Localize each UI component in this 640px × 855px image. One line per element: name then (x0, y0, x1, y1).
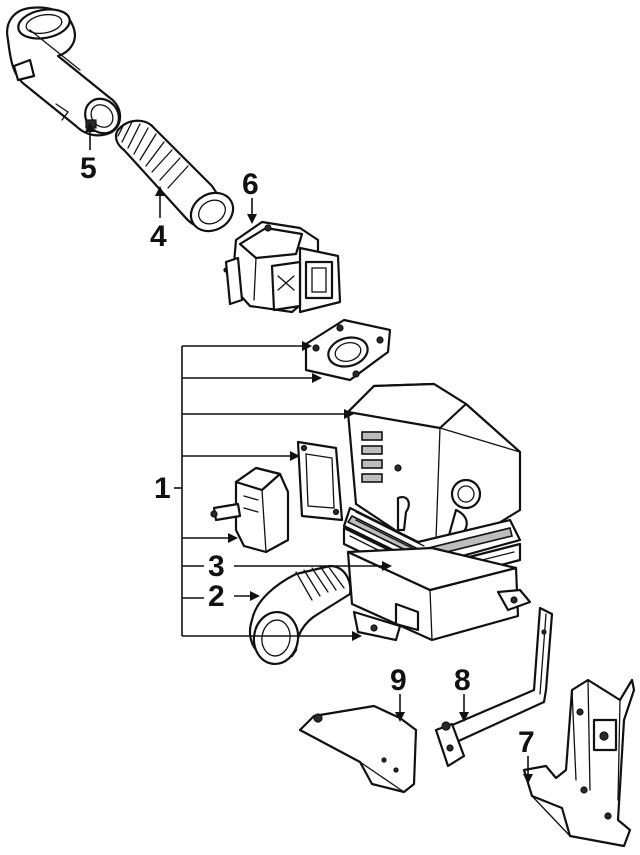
mounting-bracket (522, 678, 636, 848)
air-cleaner-lower-case (346, 546, 532, 642)
callout-6: 6 (242, 168, 259, 201)
callout-4: 4 (150, 220, 167, 253)
gasket (304, 318, 392, 382)
air-cleaner-upper-case (346, 382, 522, 550)
callout-5: 5 (80, 152, 97, 185)
air-flow-meter (223, 220, 342, 314)
callout-3: 3 (208, 550, 225, 583)
bracket-cover (298, 704, 418, 794)
callout-1: 1 (154, 472, 171, 505)
callout-2: 2 (208, 580, 225, 613)
inlet-plate (296, 440, 344, 522)
support-bracket (434, 606, 554, 768)
callout-7: 7 (518, 726, 535, 759)
corrugated-hose (114, 119, 235, 233)
resonator (210, 466, 290, 554)
callout-8: 8 (454, 664, 471, 697)
intake-elbow-duct (6, 6, 122, 137)
intake-hose (248, 564, 352, 666)
leader-lines (85, 122, 533, 784)
callout-9: 9 (390, 664, 407, 697)
